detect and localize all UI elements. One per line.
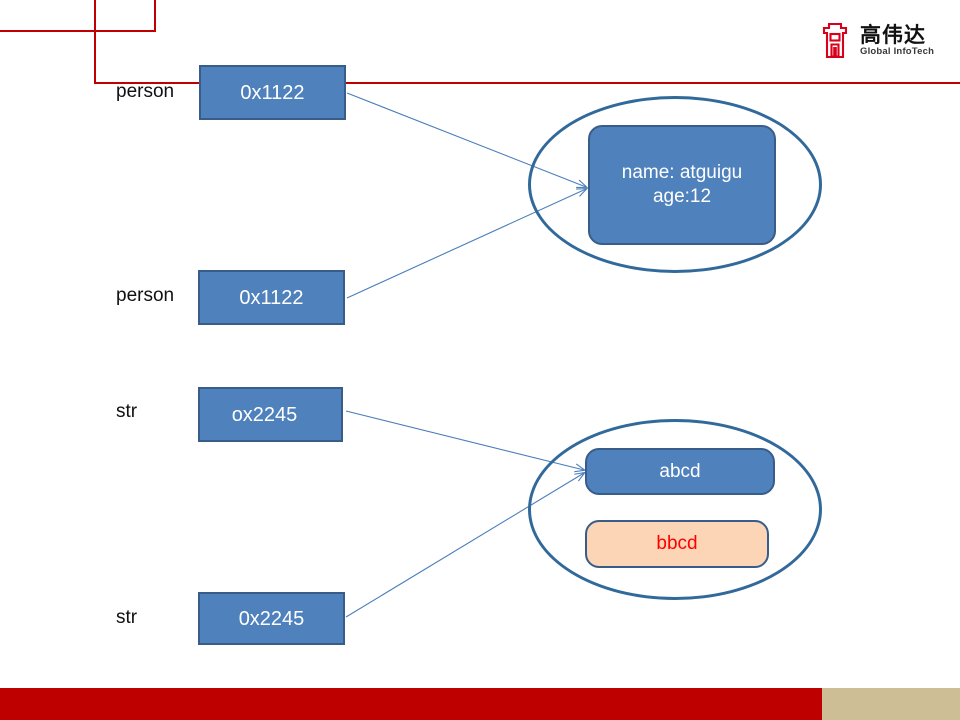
stack-box-value-2: ox2245 [231,403,298,426]
stack-label-str-0: str [116,401,138,422]
stack-box-str-0: ox2245 [198,387,343,442]
stack-label-person-1: person [116,285,175,306]
gaoweida-seal-icon [822,22,848,59]
stack-label-person-0: person [116,81,175,102]
logo-text-en: Global InfoTech [860,46,935,58]
stack-box-str-1: 0x2245 [198,592,345,645]
stack-box-person-0: 0x1122 [199,65,346,120]
footer-bar-tan [822,688,960,720]
heap-object-bbcd-label: bbcd [656,533,698,555]
heap-region-string-pool [528,419,822,600]
decor-rule-vertical-short [154,0,156,32]
heap-object-bbcd: bbcd [585,520,769,568]
heap-object-abcd: abcd [585,448,775,495]
decor-rule-horizontal-long [94,82,960,84]
stack-box-value-0: 0x1122 [240,81,305,104]
stack-box-value-1: 0x1122 [239,286,304,309]
heap-object-person-line-0: name: atguigu [621,162,743,184]
arrow-slot2-to-string-abcd [345,410,584,470]
heap-object-abcd-label: abcd [659,460,701,482]
decor-rule-vertical-long [94,0,96,84]
heap-object-person: name: atguigu age:12 [588,125,776,245]
stack-box-value-3: 0x2245 [238,607,305,630]
company-logo: 高伟达 Global InfoTech [818,18,948,64]
footer-bar-red [0,688,822,720]
stack-label-str-1: str [116,607,138,628]
stack-box-person-1: 0x1122 [198,270,345,325]
logo-text-cn: 高伟达 [860,23,926,48]
heap-object-person-line-1: age:12 [652,186,712,207]
decor-rule-horizontal-short [0,30,156,32]
heap-region-person-object [528,96,822,273]
